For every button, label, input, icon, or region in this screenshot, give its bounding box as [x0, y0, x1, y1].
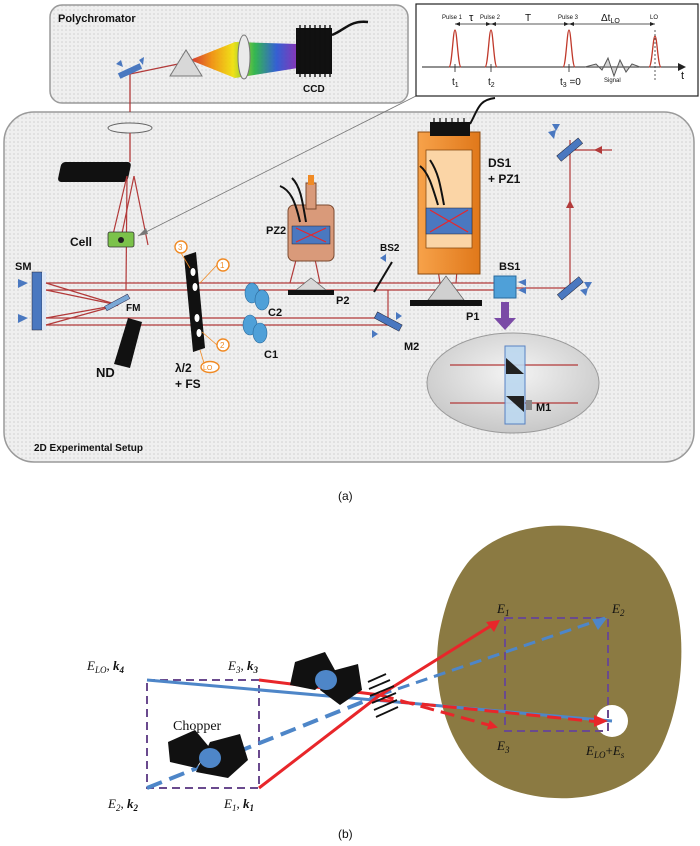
polychromator-beams	[129, 63, 179, 112]
signal-wave	[584, 56, 641, 78]
e3-right-label: E3	[496, 738, 510, 755]
nd-filter	[114, 318, 142, 368]
boxcar-square-left	[146, 679, 260, 789]
prism	[169, 49, 203, 77]
panel-a: Polychromator 2D Experimental Setup CCD	[3, 3, 699, 503]
beam-number-markers	[174, 240, 230, 374]
t1-label: t1	[452, 77, 459, 89]
pulse-2	[484, 29, 498, 68]
panel-b-caption: (b)	[338, 827, 353, 841]
chopper-c2	[244, 282, 270, 311]
pz2-label: PZ2	[266, 225, 286, 237]
polychromator-title: Polychromator	[58, 13, 136, 25]
pulse-3	[562, 29, 576, 68]
m2-label: M2	[404, 341, 419, 353]
beam-number-lo: LO	[203, 365, 213, 372]
ds1-label: DS1	[488, 156, 512, 170]
pulse1-label: Pulse 1	[442, 15, 463, 21]
t3-label: t3 =0	[560, 77, 581, 89]
elo-es-right-label: ELO+Es	[585, 743, 625, 760]
m1-label: M1	[536, 402, 551, 414]
bs2-label: BS2	[380, 243, 400, 254]
beam-e2-out	[379, 616, 606, 697]
t2-label: t2	[488, 77, 495, 89]
chopper-bottom	[168, 730, 248, 778]
chopper-label: Chopper	[173, 719, 222, 734]
beam-number-2: 2	[220, 341, 225, 350]
iris-block	[58, 162, 131, 182]
panel-b: Chopper ELO, k4 E3, k3 E2, k2 E1, k1 E1 …	[86, 525, 682, 841]
bs1-label: BS1	[499, 261, 520, 273]
e2-arrowhead	[592, 618, 607, 630]
e1-right-label: E1	[496, 601, 509, 618]
m1-detail-oval	[426, 332, 600, 434]
elo-arrow	[594, 715, 608, 727]
chopper-top	[290, 652, 362, 705]
mirror-m2	[372, 311, 403, 338]
beam-signal-out	[379, 698, 601, 724]
lo-pulse-label: LO	[650, 15, 658, 21]
sample-grating	[367, 673, 399, 718]
folding-mirror-fm	[104, 293, 131, 312]
e3-k3-label: E3, k3	[227, 658, 258, 675]
beam-number-3: 3	[178, 243, 183, 252]
pulse3-label: Pulse 3	[558, 15, 579, 21]
c2-label: C2	[268, 307, 282, 319]
delta-t-lo-label: ΔtLO	[601, 13, 620, 25]
e2-k2-label: E2, k2	[107, 796, 138, 813]
zoom-arrow	[494, 302, 516, 330]
pz1-label: + PZ1	[488, 172, 521, 186]
pz2-stage	[279, 175, 335, 262]
spherical-mirror-sm	[18, 271, 46, 331]
prism-p1	[410, 275, 482, 306]
beam-e1-out	[379, 620, 499, 697]
boxcar-square-right	[504, 617, 609, 732]
right-mirror-top	[548, 124, 584, 162]
chopper-c1	[242, 314, 268, 344]
panel-a-caption: (a)	[338, 489, 353, 503]
beam-e1	[258, 693, 381, 790]
elo-k4-label: ELO, k4	[86, 658, 124, 675]
prism-p2	[288, 277, 334, 295]
signal-label: Signal	[604, 78, 621, 84]
nd-label: ND	[96, 365, 115, 380]
e2-right-label: E2	[611, 601, 625, 618]
p1-label: P1	[466, 311, 479, 323]
collection-lens	[107, 122, 153, 134]
beamsplitter-bs1	[493, 275, 526, 299]
ds1-pz1-stage	[417, 97, 496, 275]
input-arrow-up	[566, 200, 574, 208]
pulse-1	[448, 29, 462, 68]
c1-label: C1	[264, 349, 278, 361]
beamsplitter-bs2	[373, 254, 393, 293]
time-axis-label: t	[681, 70, 684, 82]
fm-label: FM	[126, 303, 140, 314]
cell-label: Cell	[70, 235, 92, 249]
T-label: T	[525, 13, 531, 24]
beam-number-1: 1	[220, 261, 225, 270]
beam-e2	[146, 693, 381, 790]
fs-label: + FS	[175, 377, 201, 391]
p2-label: P2	[336, 295, 349, 307]
e1-tip-arrow	[486, 620, 500, 632]
tau-label: τ	[469, 12, 474, 24]
sm-label: SM	[15, 261, 32, 273]
waveplate-fs	[184, 252, 205, 352]
setup-title: 2D Experimental Setup	[34, 443, 143, 454]
inset-pointer	[137, 95, 417, 237]
ccd-label: CCD	[303, 84, 325, 95]
input-arrow-left	[594, 146, 602, 154]
polychromator-mirror	[116, 57, 144, 79]
half-wave-label: λ/2	[175, 361, 192, 375]
e1-k1-label: E1, k1	[223, 796, 254, 813]
ccd-detector	[296, 20, 369, 77]
spectrometer-lens	[237, 34, 251, 80]
right-mirror-bottom	[556, 276, 592, 301]
timing-inset	[415, 3, 699, 97]
pulse2-label: Pulse 2	[480, 15, 501, 21]
